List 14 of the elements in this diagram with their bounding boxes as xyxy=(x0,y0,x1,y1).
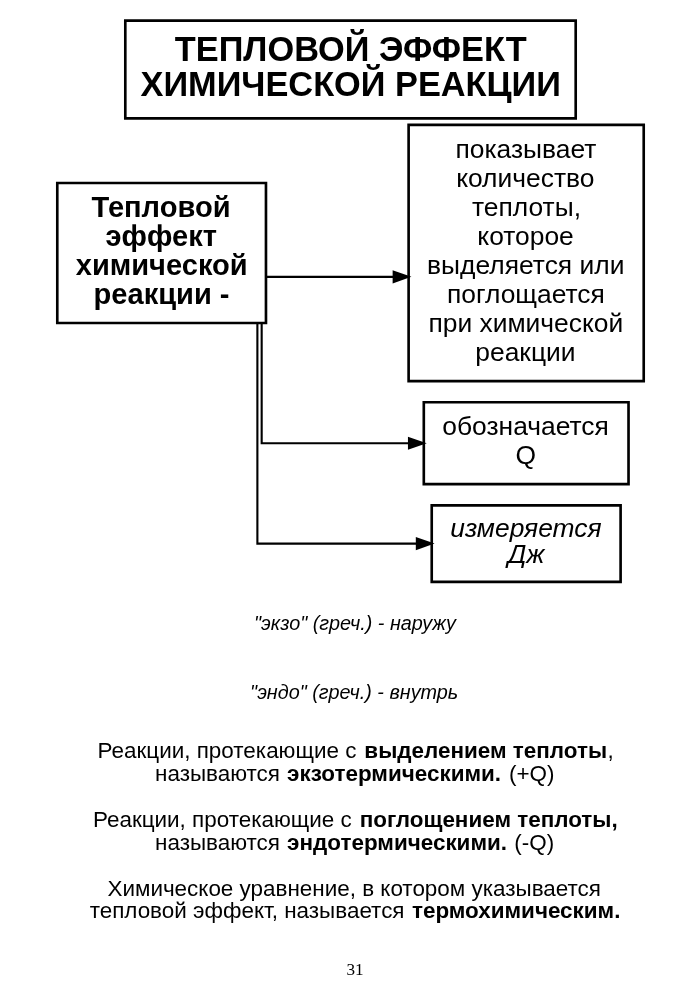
label: Реакции, протекающие с выделением теплоты, называются экзотермическими. (+Q) xyxy=(97,738,614,786)
node-box: измеряется Дж xyxy=(429,504,622,584)
node-box: обозначается Q xyxy=(422,401,630,486)
arrow xyxy=(265,270,411,284)
label: "эндо" (греч.) - внутрь xyxy=(249,680,458,703)
arrow xyxy=(255,323,435,551)
label: Химическое уравнение, в котором указывается тепловой эффект, называется термохимическим. xyxy=(89,875,620,924)
label: 31 xyxy=(346,959,364,979)
label: Реакции, протекающие с поглощением теплоты, называются эндотермическими. (-Q) xyxy=(92,807,618,855)
label: "экзо" (греч.) - наружу xyxy=(253,612,456,635)
arrow xyxy=(260,323,427,450)
diagram-title: ТЕПЛОВОЙ ЭФФЕКТ ХИМИЧЕСКОЙ РЕАКЦИИ xyxy=(139,30,561,103)
node-box: показывает количество теплоты, которое выделяется или поглощается при химической реакции xyxy=(406,123,645,383)
node-box: Тепловой эффект химической реакции - xyxy=(55,181,267,325)
